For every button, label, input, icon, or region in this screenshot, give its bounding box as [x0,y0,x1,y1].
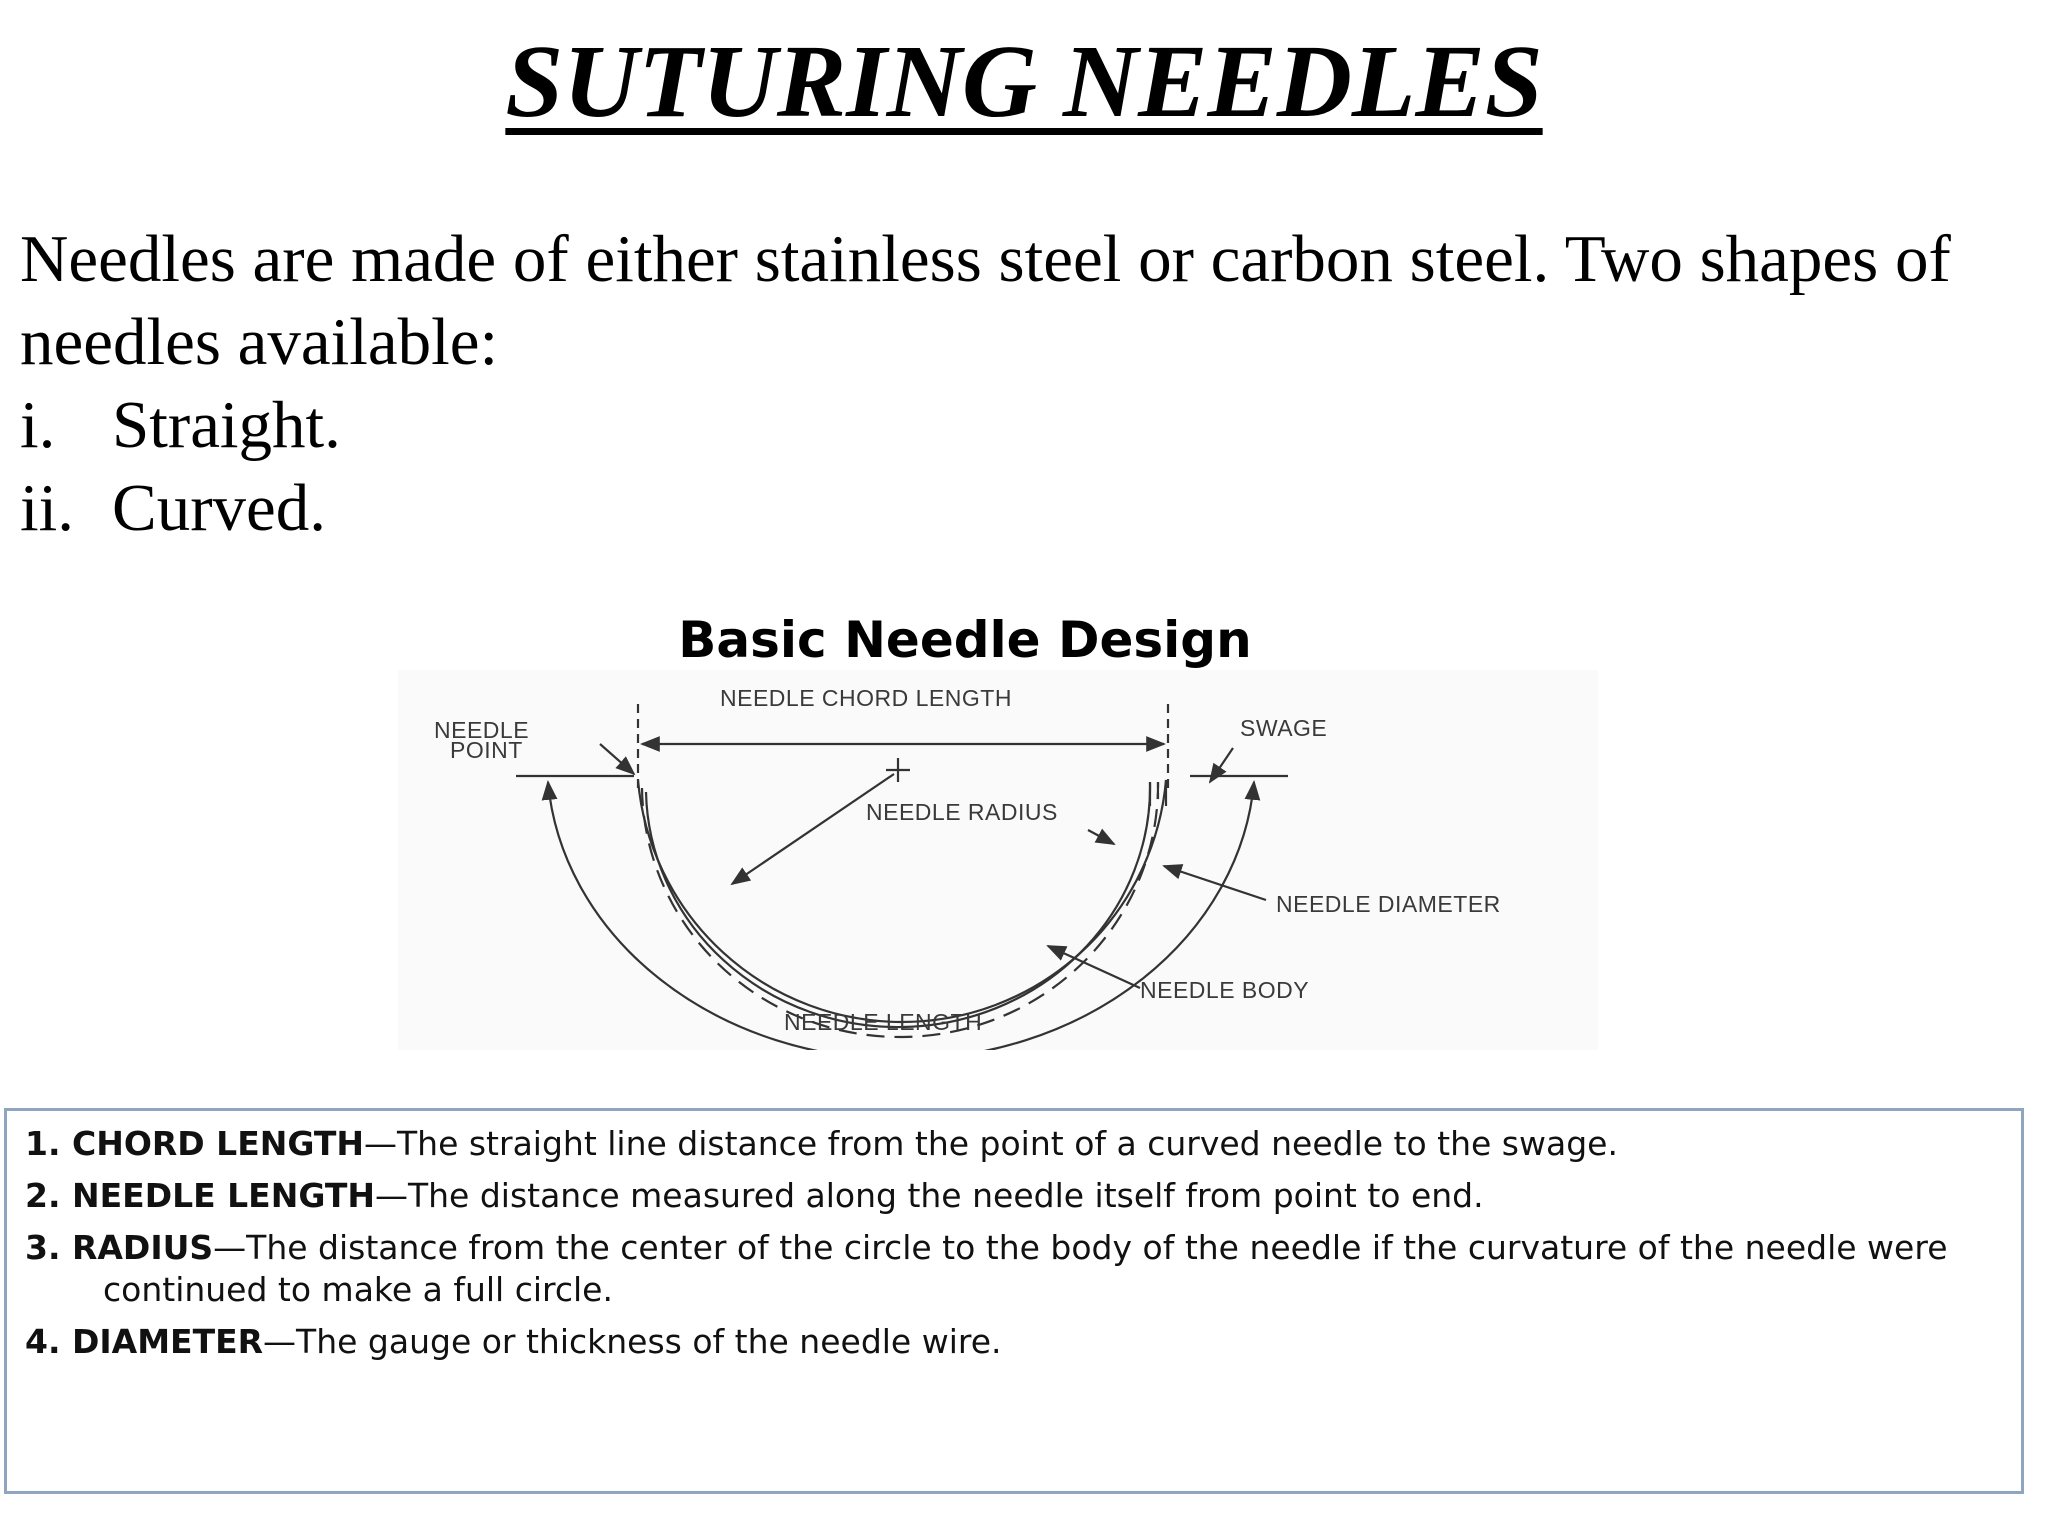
chord-length-label: NEEDLE CHORD LENGTH [720,685,1012,711]
swage-leader [1208,747,1234,784]
list-item-number: i. [20,388,56,462]
needle-diagram-svg: NEEDLE CHORD LENGTH NEEDLE POINT SWAGE N… [434,685,1501,1050]
figure-title: Basic Needle Design [678,611,1252,669]
list-item-number: ii. [20,471,74,545]
definition-term: 1. CHORD LENGTH [25,1124,364,1163]
list-item-label: Straight. [112,388,341,462]
definition-term: 2. NEEDLE LENGTH [25,1176,375,1215]
needle-point-label-line1: NEEDLE [434,717,529,743]
list-item: i. Straight. [20,384,341,467]
definition-term: 3. RADIUS [25,1228,214,1267]
swage-label: SWAGE [1240,715,1327,741]
definitions-list: 1. CHORD LENGTH—The straight line distan… [7,1111,2021,1363]
definitions-box: 1. CHORD LENGTH—The straight line distan… [4,1108,2024,1494]
needle-shape-list: i. Straight. ii. Curved. [20,384,341,550]
needle-diameter-label: NEEDLE DIAMETER [1276,891,1501,917]
needle-length-label: NEEDLE LENGTH [784,1009,982,1035]
definition-text: —The straight line distance from the poi… [364,1124,1618,1163]
needle-point-label-line2: POINT [450,737,523,763]
slide-title: SUTURING NEEDLES [505,24,1543,139]
list-item: ii. Curved. [20,467,341,550]
definition-item: 3. RADIUS—The distance from the center o… [25,1227,2003,1311]
needle-center-dashed-arc [640,781,1160,1039]
body-leader [1046,944,1141,990]
needle-outer-arc [636,779,1168,1024]
radius-label-leader [1087,828,1116,845]
list-item-label: Curved. [112,471,326,545]
point-leader [599,743,636,776]
radius-arrow [730,773,895,886]
needle-body-label: NEEDLE BODY [1140,977,1309,1003]
definition-item: 4. DIAMETER—The gauge or thickness of th… [25,1321,2003,1363]
definition-item: 1. CHORD LENGTH—The straight line distan… [25,1123,2003,1165]
definition-term: 4. DIAMETER [25,1322,264,1361]
needle-length-arc [541,780,1261,1050]
definition-text: —The distance measured along the needle … [374,1176,1484,1215]
definition-text: —The gauge or thickness of the needle wi… [263,1322,1002,1361]
diameter-leader [1162,864,1267,902]
definition-text: —The distance from the center of the cir… [103,1228,1948,1309]
definition-item: 2. NEEDLE LENGTH—The distance measured a… [25,1175,2003,1217]
needle-inner-arc [644,781,1152,1029]
needle-radius-label: NEEDLE RADIUS [866,799,1058,825]
intro-text: Needles are made of either stainless ste… [20,222,1951,379]
needle-design-diagram: NEEDLE CHORD LENGTH NEEDLE POINT SWAGE N… [398,670,1598,1050]
